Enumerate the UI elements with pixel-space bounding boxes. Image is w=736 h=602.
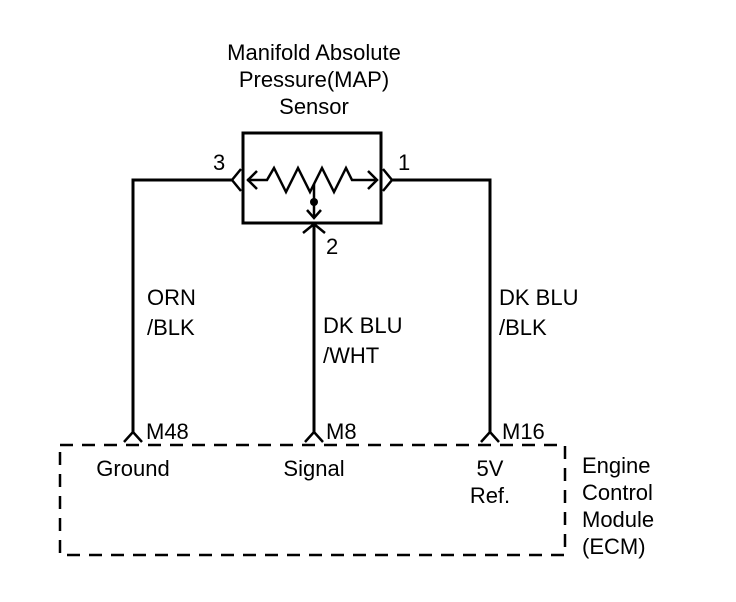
ecm-pin-m8 [304,430,324,443]
ground-wire-color-2: /BLK [147,315,195,340]
ecm-name-line1: Engine [582,453,651,478]
ecm-pin-m48 [123,430,143,443]
connector-pin-1 [382,168,394,192]
ecm-name-line3: Module [582,507,654,532]
sensor-title-line3: Sensor [279,94,349,119]
ecm-pin-m16 [480,430,500,443]
reference-wire [392,178,492,432]
ecm-function-ref: Ref. [470,483,510,508]
signal-wire-color-1: DK BLU [323,313,402,338]
ecm-pin-m48-label: M48 [146,419,189,444]
ecm-pin-m16-label: M16 [502,419,545,444]
ecm-function-ground: Ground [96,456,169,481]
resistor-arrow-left [246,170,258,190]
pin-3-label: 3 [213,150,225,175]
ground-wire-color-1: ORN [147,285,196,310]
potentiometer-symbol [246,165,379,220]
reference-wire-color-2: /BLK [499,315,547,340]
pin-1-label: 1 [398,150,410,175]
ecm-box [58,443,567,557]
sensor-title-line2: Pressure(MAP) [239,67,389,92]
signal-wire-color-2: /WHT [323,343,379,368]
wiper-arrow [306,209,322,220]
sensor-title-line1: Manifold Absolute [227,40,401,65]
pin-2-label: 2 [326,234,338,259]
resistor-zigzag [247,165,377,195]
sensor-body [241,131,383,225]
ecm-name-line4: (ECM) [582,534,646,559]
resistor-arrow-right [367,170,379,190]
ecm-name-line2: Control [582,480,653,505]
ecm-function-signal: Signal [283,456,344,481]
ground-wire [131,178,232,432]
reference-wire-color-1: DK BLU [499,285,578,310]
ecm-function-5v: 5V [477,456,504,481]
ecm-pin-m8-label: M8 [326,419,357,444]
connector-pin-3 [230,168,242,192]
